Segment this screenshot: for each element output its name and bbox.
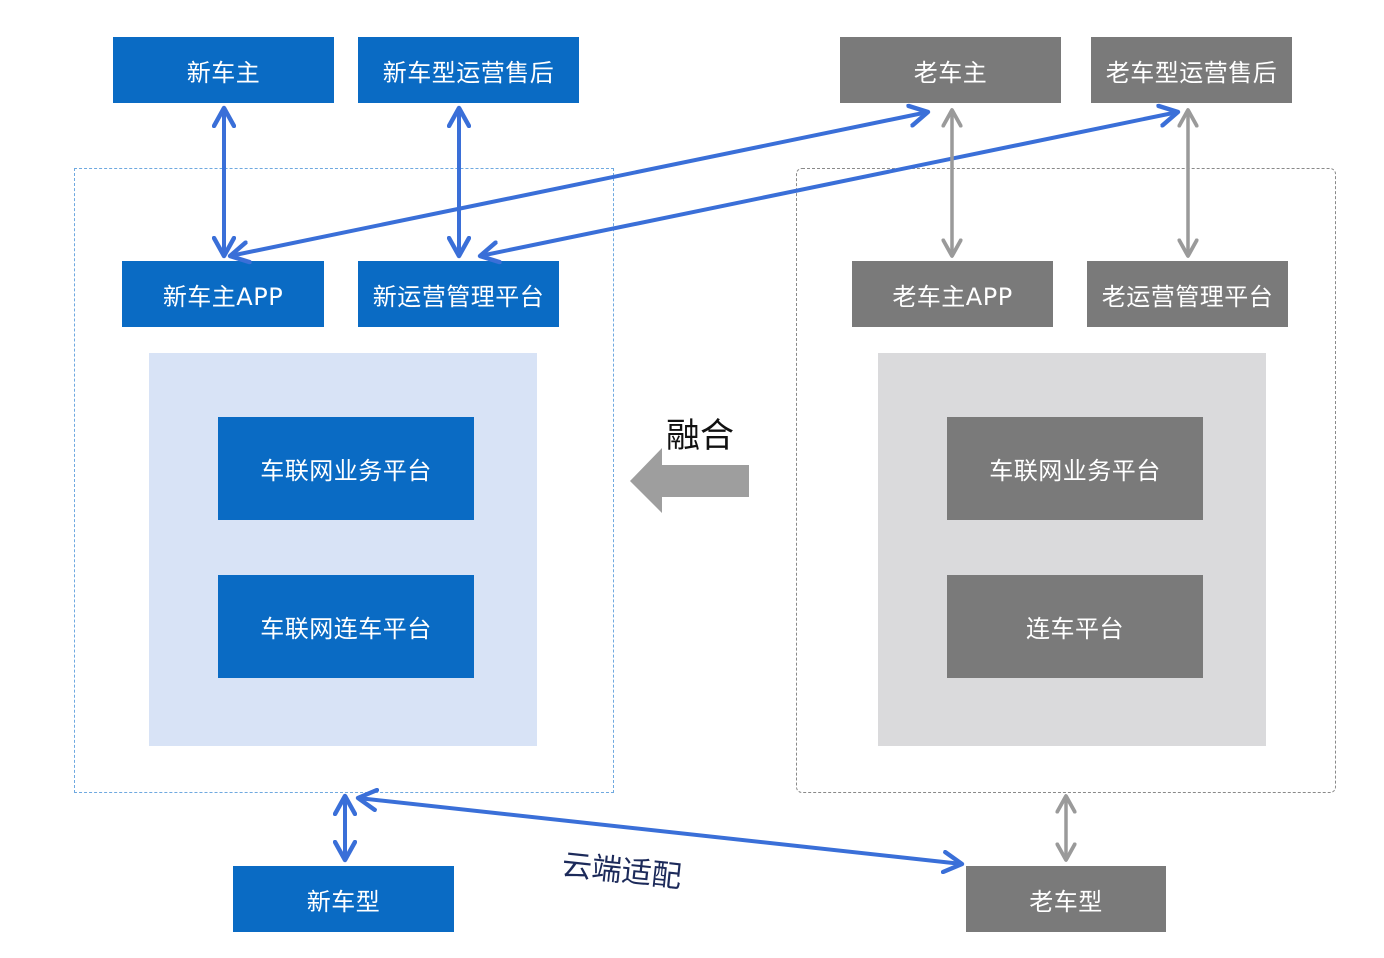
old-vehicle-box[interactable]: 老车型 xyxy=(966,866,1166,932)
old-aftersales-label: 老车型运营售后 xyxy=(1105,58,1278,87)
old-owner-app-box[interactable]: 老车主APP xyxy=(852,261,1053,327)
merge-label: 融合 xyxy=(666,416,734,456)
merge-arrow-icon xyxy=(630,448,749,513)
old-business-platform-label: 车联网业务平台 xyxy=(989,457,1161,485)
new-owner-app-label: 新车主APP xyxy=(162,282,284,311)
new-business-platform-box[interactable]: 车联网业务平台 xyxy=(218,417,474,520)
new-owner-label: 新车主 xyxy=(186,58,261,87)
new-business-platform-label: 车联网业务平台 xyxy=(260,457,432,485)
old-owner-label: 老车主 xyxy=(913,58,988,87)
new-connect-platform-box[interactable]: 车联网连车平台 xyxy=(218,575,474,678)
old-ops-platform-box[interactable]: 老运营管理平台 xyxy=(1087,261,1288,327)
new-ops-platform-box[interactable]: 新运营管理平台 xyxy=(358,261,559,327)
old-vehicle-label: 老车型 xyxy=(1029,887,1103,916)
old-connect-platform-box[interactable]: 连车平台 xyxy=(947,575,1203,678)
old-owner-box[interactable]: 老车主 xyxy=(840,37,1061,103)
new-connect-platform-label: 车联网连车平台 xyxy=(260,615,432,643)
old-business-platform-box[interactable]: 车联网业务平台 xyxy=(947,417,1203,520)
link-new-platform-old-vehicle xyxy=(358,798,962,864)
new-ops-platform-label: 新运营管理平台 xyxy=(372,282,545,311)
new-aftersales-box[interactable]: 新车型运营售后 xyxy=(358,37,579,103)
old-ops-platform-label: 老运营管理平台 xyxy=(1101,282,1274,311)
new-vehicle-box[interactable]: 新车型 xyxy=(233,866,454,932)
new-aftersales-label: 新车型运营售后 xyxy=(382,58,555,87)
old-connect-platform-label: 连车平台 xyxy=(1026,615,1124,643)
new-owner-app-box[interactable]: 新车主APP xyxy=(122,261,324,327)
link-new-ops-old-aftersales xyxy=(480,112,1178,256)
old-aftersales-box[interactable]: 老车型运营售后 xyxy=(1091,37,1292,103)
new-owner-box[interactable]: 新车主 xyxy=(113,37,334,103)
new-vehicle-label: 新车型 xyxy=(306,887,381,916)
old-owner-app-label: 老车主APP xyxy=(892,282,1013,311)
